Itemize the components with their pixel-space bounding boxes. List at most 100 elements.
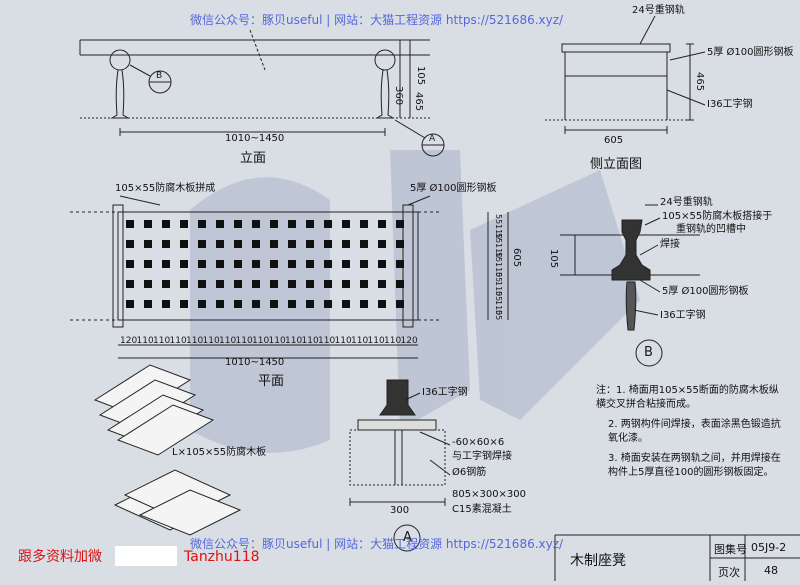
elevation-dim-105: 105 xyxy=(415,66,426,86)
plan-hole xyxy=(198,300,206,308)
title-block-name: 木制座凳 xyxy=(570,553,626,569)
plan-hole xyxy=(324,280,332,288)
watermark-bottom: 微信公众号：豚贝useful | 网站：大猫工程资源 https://52168… xyxy=(190,537,564,551)
plan-hole xyxy=(198,260,206,268)
plan-bottom-dim: 110 xyxy=(186,336,204,346)
plan-hole xyxy=(234,280,242,288)
detail-a-beam: I36工字钢 xyxy=(422,387,468,398)
plan-hole xyxy=(234,220,242,228)
plan-hole xyxy=(252,260,260,268)
detail-b-dim: 105 xyxy=(548,249,559,269)
elevation-span: 1010~1450 xyxy=(225,133,285,144)
plan-hole xyxy=(288,300,296,308)
plan-hole xyxy=(306,280,314,288)
plan-hole xyxy=(270,240,278,248)
plan-hole xyxy=(396,300,404,308)
detail-b-callout: B xyxy=(644,345,653,360)
plan-hole xyxy=(324,220,332,228)
plan-hole xyxy=(234,240,242,248)
plan-hole xyxy=(252,280,260,288)
plan-right-dim: 110 xyxy=(494,223,503,239)
note-3: 3. 椅面安装在两钢轨之间，并用焊接在构件上5厚直径100的圆形钢板固定。 xyxy=(608,453,781,478)
side-height: 465 xyxy=(694,72,705,92)
watermark-top: 微信公众号：豚贝useful | 网站：大猫工程资源 https://52168… xyxy=(190,13,564,27)
elevation-dim-360: 360 xyxy=(393,86,404,106)
plan-hole xyxy=(162,280,170,288)
plan-hole xyxy=(144,260,152,268)
plan-hole xyxy=(216,300,224,308)
plan-hole xyxy=(360,220,368,228)
plan-hole xyxy=(126,260,134,268)
plan-hole xyxy=(180,280,188,288)
plan-hole xyxy=(216,220,224,228)
plan-bottom-dim: 110 xyxy=(351,336,369,346)
plan-bottom-dim: 110 xyxy=(252,336,270,346)
plan-bottom-dim: 110 xyxy=(235,336,253,346)
plan-hole xyxy=(288,280,296,288)
title-block-atlas-no: 05J9-2 xyxy=(751,541,787,554)
plan-bottom-dim: 110 xyxy=(301,336,319,346)
note-2: 2. 两钢构件间焊接，表面涂黑色锻造抗氧化漆。 xyxy=(608,419,781,444)
plan-right-dim: 110 xyxy=(494,242,503,259)
plan-hole xyxy=(378,300,386,308)
plan-hole-grid xyxy=(126,220,404,308)
detail-b-weld: 焊接 xyxy=(660,239,680,250)
detail-b-view xyxy=(560,204,700,367)
plan-bottom-dim: 110 xyxy=(169,336,187,346)
plan-right-dim: 55 xyxy=(494,233,503,244)
plan-hole xyxy=(342,260,350,268)
plan-hole xyxy=(288,220,296,228)
title-block-page-label: 页次 xyxy=(718,566,740,579)
promo-text: 跟多资料加微 xyxy=(18,549,102,565)
side-plate-label: 5厚 Ø100圆形钢板 xyxy=(707,47,794,58)
elevation-title: 立面 xyxy=(240,151,267,166)
plan-hole xyxy=(162,260,170,268)
elevation-callout-b: B xyxy=(156,71,163,81)
plan-hole xyxy=(198,240,206,248)
plan-hole xyxy=(126,300,134,308)
iso-board-label: L×105×55防腐木板 xyxy=(172,447,267,458)
plan-hole xyxy=(216,260,224,268)
plan-bottom-dim: 110 xyxy=(384,336,402,346)
isometric-boards xyxy=(93,364,242,536)
plan-plate-label: 5厚 Ø100圆形钢板 xyxy=(410,183,497,194)
plan-bottom-dim: 110 xyxy=(202,336,220,346)
plan-bottom-dim: 120 xyxy=(400,336,418,346)
plan-hole xyxy=(270,300,278,308)
plan-hole xyxy=(396,240,404,248)
plan-hole xyxy=(342,240,350,248)
elevation-dim-465: 465 xyxy=(413,92,424,112)
promo-id: Tanzhu118 xyxy=(184,549,260,565)
plan-title: 平面 xyxy=(258,374,285,389)
plan-hole xyxy=(396,280,404,288)
plan-bottom-dim: 110 xyxy=(153,336,171,346)
plan-right-dim: 55 xyxy=(494,271,503,282)
plan-hole xyxy=(126,280,134,288)
plan-right-dim: 110 xyxy=(494,281,503,297)
plan-hole xyxy=(324,260,332,268)
plan-view xyxy=(70,195,509,359)
plan-hole xyxy=(288,260,296,268)
elevation-callout-a: A xyxy=(429,134,436,144)
plan-hole xyxy=(270,280,278,288)
plan-hole xyxy=(360,300,368,308)
plan-hole xyxy=(162,220,170,228)
plan-hole xyxy=(324,240,332,248)
detail-a-view xyxy=(349,379,451,552)
plan-hole xyxy=(252,300,260,308)
plan-hole xyxy=(180,240,188,248)
plan-hole xyxy=(378,260,386,268)
plan-bottom-dim: 110 xyxy=(136,336,154,346)
plan-bottom-dim: 110 xyxy=(219,336,237,346)
side-beam-label: I36工字钢 xyxy=(707,99,753,110)
plan-hole xyxy=(144,220,152,228)
plan-hole xyxy=(234,260,242,268)
plan-right-dim: 110 xyxy=(494,300,503,316)
plan-hole xyxy=(198,280,206,288)
plan-hole xyxy=(216,240,224,248)
plan-right-dim: 55 xyxy=(494,310,503,321)
plan-hole xyxy=(342,280,350,288)
plan-bottom-dim: 110 xyxy=(318,336,336,346)
